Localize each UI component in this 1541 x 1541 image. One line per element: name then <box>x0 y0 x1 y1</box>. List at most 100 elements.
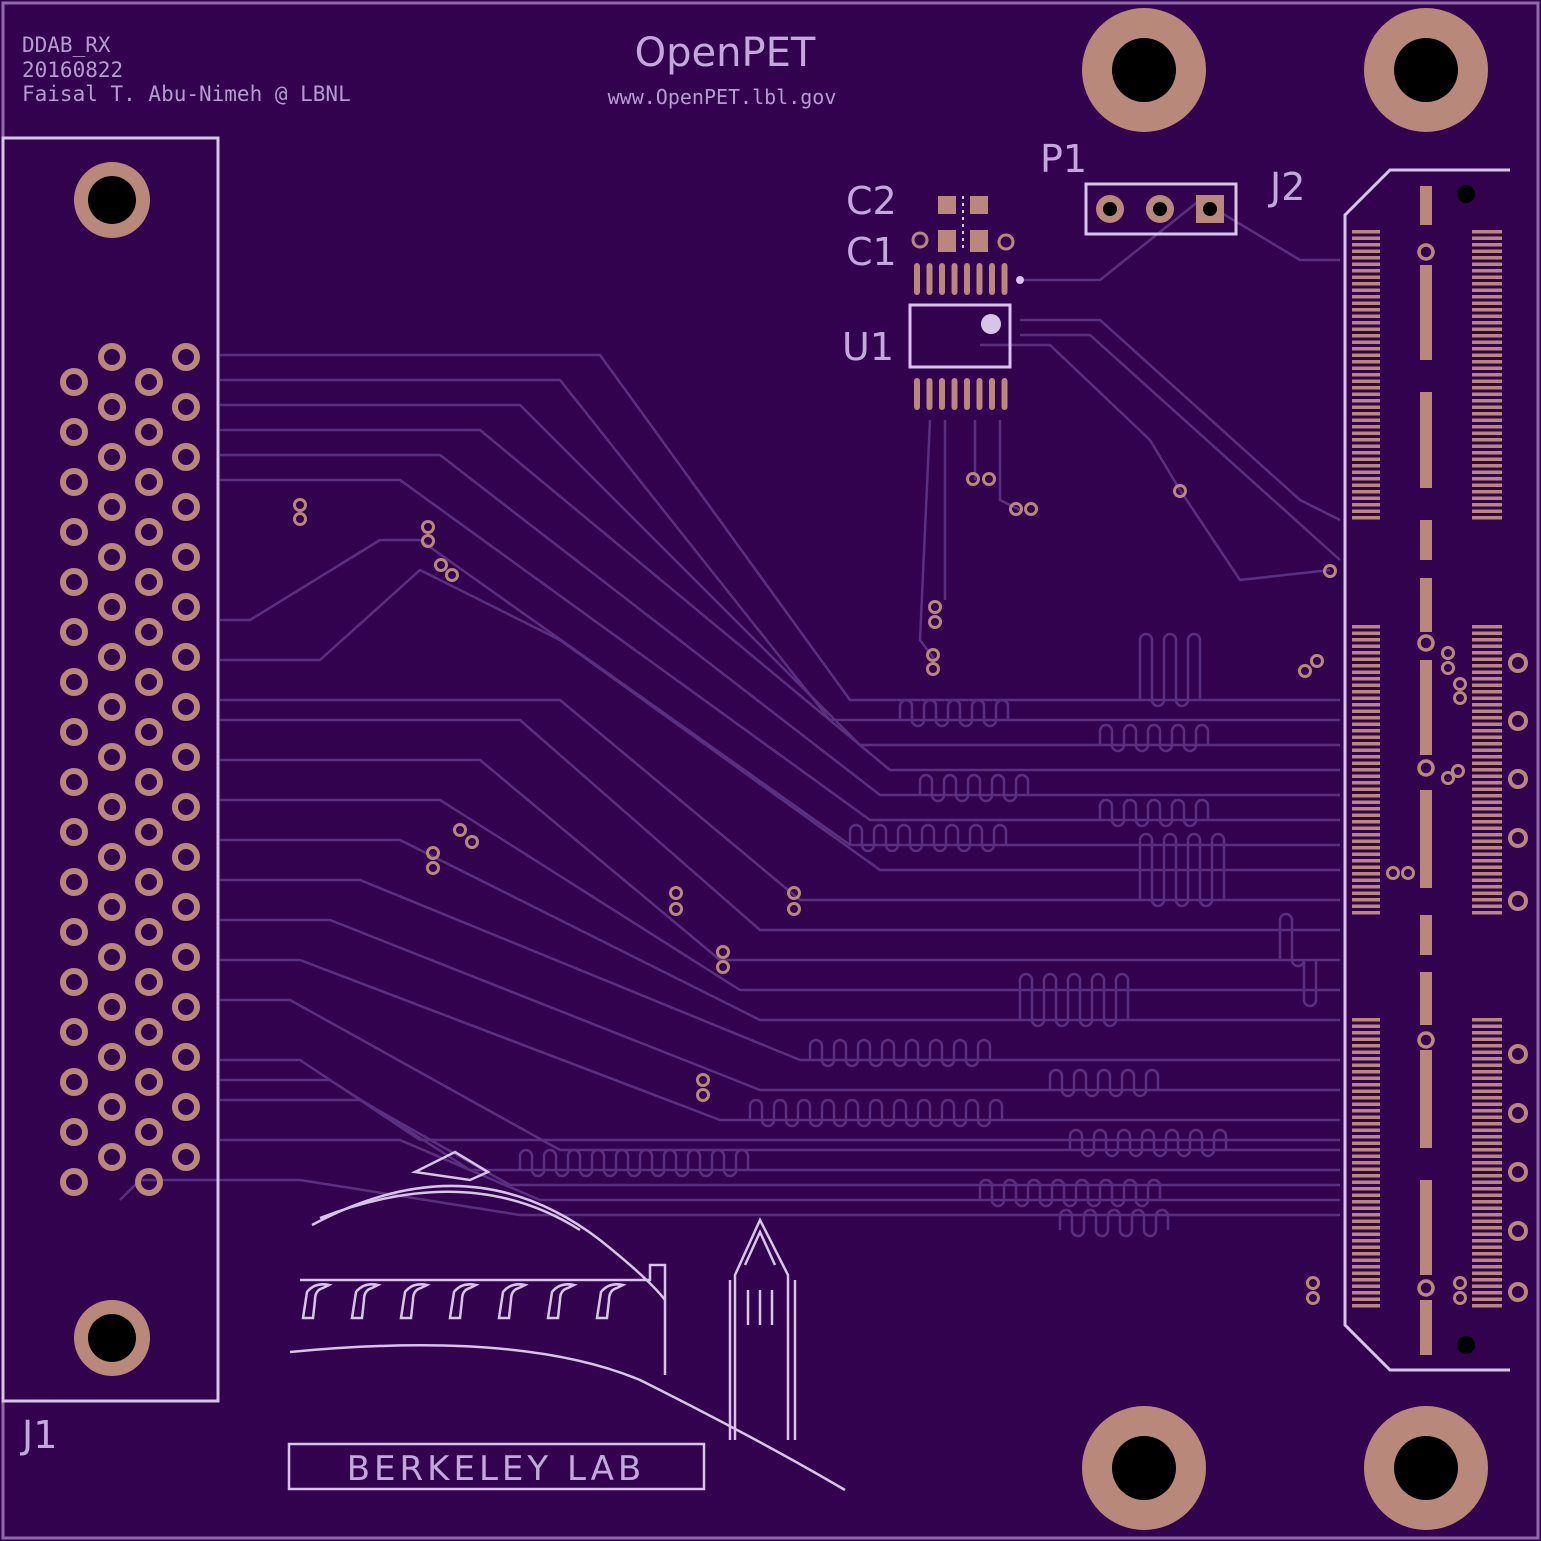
p1-pin-1-hole <box>1103 202 1117 216</box>
via-layer <box>293 472 1467 1305</box>
via <box>421 520 435 534</box>
u1-pin <box>1001 378 1008 410</box>
j1-pin <box>172 493 200 521</box>
j2-contact <box>1352 1193 1380 1197</box>
j2-contact <box>1352 1252 1380 1256</box>
j2-contact <box>1472 451 1502 455</box>
via <box>426 846 440 860</box>
j2-contact <box>1352 1057 1380 1061</box>
j2-marker-top <box>1457 185 1475 203</box>
j2-contact <box>1352 839 1380 843</box>
designator-j1: J1 <box>20 1413 57 1457</box>
j2-edge-hole <box>1508 653 1528 673</box>
j2-contact <box>1352 872 1380 876</box>
j2-contact <box>1472 839 1502 843</box>
info-line-2: 20160822 <box>22 58 123 82</box>
via <box>928 600 942 614</box>
j2-contact <box>1352 412 1380 416</box>
j2-contact <box>1472 709 1502 713</box>
via <box>1441 646 1455 660</box>
campanile-tower <box>733 1217 790 1440</box>
j2-contact <box>1472 386 1502 390</box>
j2-contact <box>1472 1070 1502 1074</box>
j2-contact <box>1472 347 1502 351</box>
j2-contact <box>1472 301 1502 305</box>
j2-contact <box>1472 1304 1502 1308</box>
c2-pad-b <box>970 196 988 214</box>
j2-ground-bar <box>1420 790 1432 888</box>
j2-contact <box>1472 1083 1502 1087</box>
u1-pin <box>939 378 945 410</box>
j2-contact <box>1472 755 1502 759</box>
j2-contact <box>1352 742 1380 746</box>
via <box>787 902 801 916</box>
j2-contact <box>1472 1096 1502 1100</box>
j2-contact <box>1472 1232 1502 1236</box>
j2-contact <box>1472 1278 1502 1282</box>
via <box>1401 866 1415 880</box>
j1-pin <box>98 493 126 521</box>
j1-pin <box>135 818 163 846</box>
j2-contact <box>1352 683 1380 687</box>
j2-contact <box>1352 1291 1380 1295</box>
j2-contact <box>1352 885 1380 889</box>
j2-contact <box>1352 1180 1380 1184</box>
j1-pin <box>98 1093 126 1121</box>
u1-dot <box>1016 276 1024 284</box>
j1-pin <box>98 593 126 621</box>
via <box>696 1073 710 1087</box>
j2-contact <box>1472 1252 1502 1256</box>
j2-contact <box>1352 644 1380 648</box>
j1-pin <box>135 768 163 796</box>
j2-contact <box>1352 379 1380 383</box>
u1-pin <box>1001 263 1008 295</box>
u1-ic <box>908 263 1024 410</box>
j2-contact <box>1352 787 1380 791</box>
j2-contact <box>1472 392 1502 396</box>
j2-contact <box>1352 256 1380 260</box>
j2-contact <box>1352 249 1380 253</box>
j1-pin <box>60 718 88 746</box>
j2-contact <box>1352 800 1380 804</box>
j1-pin <box>98 743 126 771</box>
u1-outline <box>908 303 1012 369</box>
via <box>1441 661 1455 675</box>
j2-contact <box>1352 716 1380 720</box>
j2-contact <box>1352 735 1380 739</box>
dome-arch <box>301 1283 333 1320</box>
j1-pin <box>98 793 126 821</box>
j2-contact <box>1352 451 1380 455</box>
j2-contact <box>1352 1219 1380 1223</box>
via <box>1453 1291 1467 1305</box>
j2-contact <box>1352 1239 1380 1243</box>
j2-contact <box>1352 1050 1380 1054</box>
j2-contact <box>1352 1135 1380 1139</box>
j2-contact <box>1352 670 1380 674</box>
j2-contact <box>1352 1232 1380 1236</box>
j2-contact <box>1472 846 1502 850</box>
j1-pin <box>98 543 126 571</box>
j1-pin <box>172 893 200 921</box>
j2-edge-hole <box>1508 769 1528 789</box>
mounting-hole-2-drill <box>1394 38 1458 102</box>
j2-contact <box>1472 399 1502 403</box>
j2-contact <box>1472 1122 1502 1126</box>
j2-contact <box>1352 898 1380 902</box>
p1-outline <box>1084 182 1238 236</box>
j2-contact <box>1472 774 1502 778</box>
via <box>1453 677 1467 691</box>
j1-pin <box>60 968 88 996</box>
j2-contact <box>1472 820 1502 824</box>
j2-contact <box>1352 1122 1380 1126</box>
j2-contact <box>1352 301 1380 305</box>
j2-contact <box>1352 457 1380 461</box>
j2-contact <box>1472 496 1502 500</box>
j2-contact <box>1352 496 1380 500</box>
j2-ground-bar <box>1420 915 1432 955</box>
j2-contact-array <box>1352 186 1528 1355</box>
logo-text-box <box>287 1442 706 1491</box>
via <box>982 472 996 486</box>
j1-pin <box>98 843 126 871</box>
dome-roof <box>410 1150 491 1182</box>
j2-ground-bar <box>1420 520 1432 560</box>
